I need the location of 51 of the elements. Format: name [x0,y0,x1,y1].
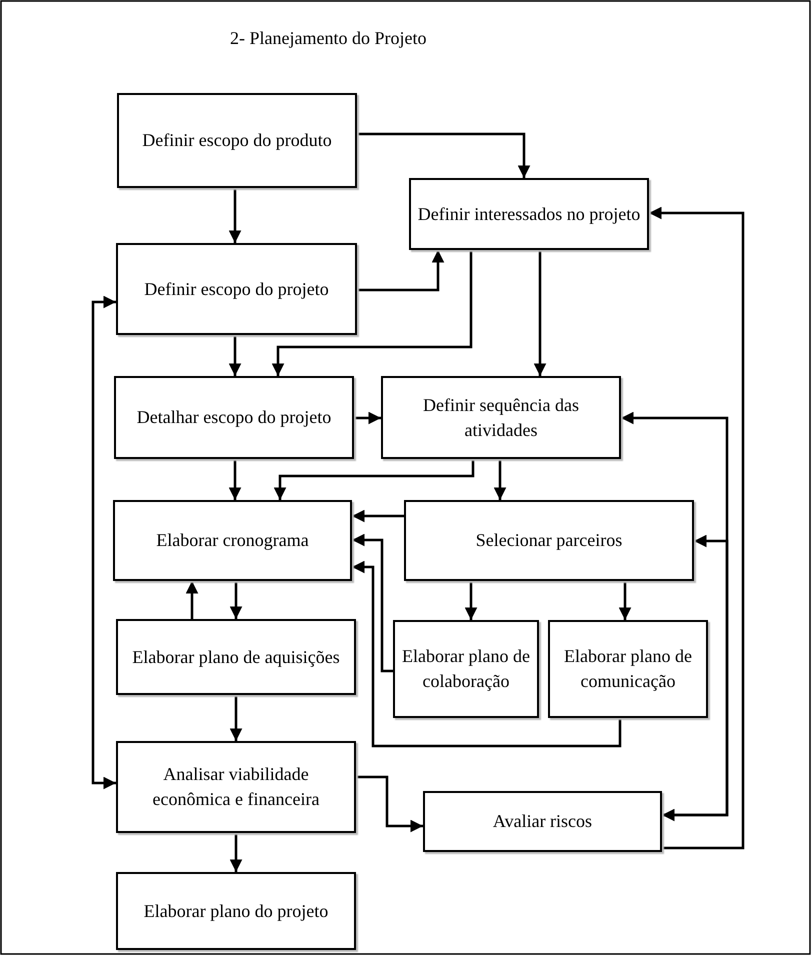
step-label: Definir sequência das atividades [422,394,580,442]
arrow [356,776,423,832]
arrow [662,534,728,816]
step-label: Elaborar cronograma [155,529,310,552]
step-label: Elaborar plano de aquisições [131,646,341,669]
arrow [352,534,393,672]
arrow [618,581,632,620]
arrow [186,581,198,619]
arrow [534,250,546,376]
arrow [357,132,530,178]
arrow [92,296,116,790]
step-label: Elaborar plano de colaboração [401,645,531,693]
arrow [354,412,381,424]
arrow [357,250,444,292]
diagram-title: 2- Planejamento do Projeto [230,28,426,49]
arrow [352,560,622,748]
arrow [228,188,242,243]
arrow [272,250,472,376]
step-label: Elaborar plano do projeto [142,900,330,923]
arrow [494,459,506,500]
arrow [230,695,242,741]
arrow [230,581,242,619]
process-box [116,243,357,335]
process-box [116,741,356,833]
process-box [116,872,356,950]
process-box [114,376,354,459]
process-box [409,178,649,250]
process-box [393,620,539,718]
process-box [381,376,621,459]
arrow [649,206,744,850]
step-label: Definir escopo do projeto [143,278,330,301]
process-box [116,619,356,695]
process-box [404,500,694,581]
arrow [464,581,478,620]
arrow [228,335,242,376]
arrow [621,412,728,822]
step-label: Avaliar riscos [492,810,594,833]
process-box [548,620,708,718]
process-box [423,791,662,852]
arrow [352,510,404,522]
step-label: Elaborar plano de comunicação [563,645,693,693]
step-label: Definir interessados no projeto [416,202,642,226]
step-label: Analisar viabilidade econômica e financeira [152,763,320,811]
arrow [228,459,242,500]
step-label: Selecionar parceiros [474,529,624,552]
step-label: Detalhar escopo do projeto [136,406,332,429]
arrow [230,833,242,872]
process-box [113,500,352,581]
process-box [117,93,357,188]
arrow [274,459,474,500]
step-label: Definir escopo do produto [141,129,333,152]
